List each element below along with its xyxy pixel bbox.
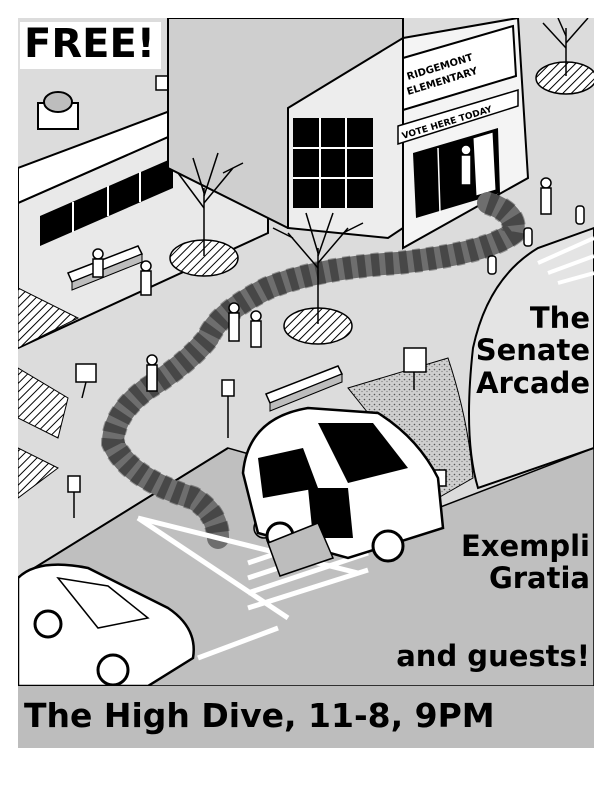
tree (272, 212, 364, 324)
bollards (487, 205, 585, 275)
minivan (241, 406, 445, 577)
free-label: FREE! (20, 22, 162, 69)
flyer: RIDGEMONT ELEMENTARY VOTE HERE TODAY (18, 18, 594, 748)
band-exempli-gratia: Exempli Gratia (461, 530, 590, 595)
planter (18, 287, 80, 349)
venue-date-time: The High Dive, 11-8, 9PM (24, 696, 495, 735)
road-edge (18, 447, 229, 579)
right-curb (468, 226, 594, 490)
band-name-line: The (529, 301, 590, 335)
planter (18, 367, 69, 439)
tree-pit (535, 61, 594, 95)
polling-place-illustration: RIDGEMONT ELEMENTARY VOTE HERE TODAY (18, 18, 594, 686)
tree (167, 152, 244, 256)
band-name-line: Exempli (460, 529, 590, 563)
guests-label: and guests! (396, 639, 590, 673)
band-name-line: Senate (475, 333, 590, 368)
planter (18, 447, 59, 499)
footer-band: The High Dive, 11-8, 9PM (18, 686, 594, 748)
lawn (347, 357, 474, 499)
crosswalk (537, 236, 594, 285)
sedan (18, 563, 195, 686)
accessible-route (101, 192, 525, 549)
band-name-line: Gratia (488, 561, 590, 596)
band-name-line: Arcade (476, 365, 590, 400)
bench (264, 365, 344, 412)
tree (542, 18, 589, 76)
band-senate-arcade: The Senate Arcade (475, 301, 590, 400)
